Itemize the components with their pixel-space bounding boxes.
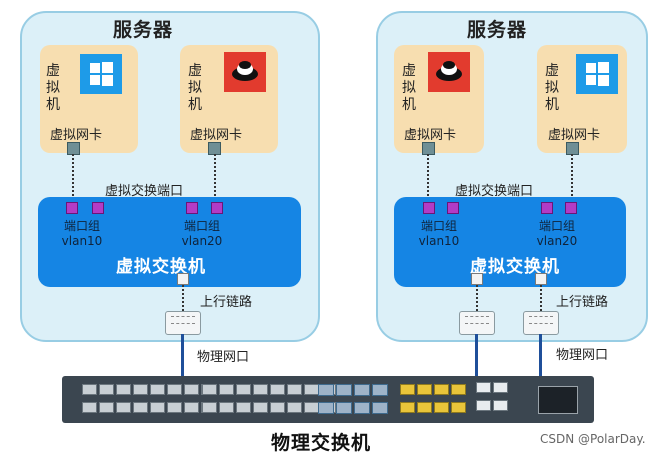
port-group-label: 端口组 vlan10 (58, 219, 106, 249)
switch-port-bank (476, 382, 508, 393)
vswitch-left (38, 197, 301, 287)
port-group-port (565, 202, 577, 214)
vm-label-char: 拟 (188, 80, 202, 96)
vm-label-char: 虚 (545, 63, 559, 79)
windows-icon (80, 54, 122, 94)
vm-link-line (427, 154, 429, 200)
uplink-label: 上行链路 (200, 295, 253, 310)
server-right-title: 服务器 (467, 19, 528, 41)
port-group-vlan: vlan20 (181, 234, 223, 248)
physical-nic-port (523, 311, 559, 335)
uplink-line (182, 285, 184, 311)
port-group-label: 端口组 vlan20 (533, 219, 581, 249)
network-cable (181, 334, 184, 380)
vm-left-2-nic-label: 虚拟网卡 (190, 128, 243, 143)
vm-label-char: 机 (402, 97, 416, 113)
vm-left-2-label: 虚 拟 机 (188, 63, 202, 114)
physical-port-label: 物理网口 (556, 348, 609, 363)
vm-left-1-nic-label: 虚拟网卡 (50, 128, 103, 143)
physical-nic-port (165, 311, 201, 335)
port-group-port (541, 202, 553, 214)
port-group-port (186, 202, 198, 214)
vm-label-char: 拟 (402, 80, 416, 96)
port-group-port (423, 202, 435, 214)
vswitch-label: 虚拟交换机 (470, 257, 560, 277)
switch-port-bank (476, 400, 508, 411)
switch-port-bank (202, 402, 336, 413)
vswitch-label: 虚拟交换机 (116, 257, 206, 277)
network-cable (539, 334, 542, 380)
port-group-name: 端口组 (63, 219, 100, 233)
switch-port-bank (400, 384, 466, 395)
port-group-label: 端口组 vlan10 (415, 219, 463, 249)
vm-right-1-label: 虚 拟 机 (402, 63, 416, 114)
port-group-label: 端口组 vlan20 (178, 219, 226, 249)
uplink-port (177, 273, 189, 285)
windows-icon (576, 54, 618, 94)
watermark: CSDN @PolarDay. (540, 432, 646, 446)
uplink-port (535, 273, 547, 285)
port-group-name: 端口组 (538, 219, 575, 233)
vm-link-line (72, 154, 74, 200)
vm-right-2-nic-label: 虚拟网卡 (548, 128, 601, 143)
vm-label-char: 机 (46, 97, 60, 113)
physical-nic-port (459, 311, 495, 335)
uplink-line (540, 285, 542, 311)
switch-port-bank (82, 384, 216, 395)
switch-port-bank (400, 402, 466, 413)
port-group-vlan: vlan10 (61, 234, 103, 248)
port-group-port (92, 202, 104, 214)
port-group-vlan: vlan20 (536, 234, 578, 248)
switch-sfp-bank (318, 384, 388, 396)
vm-label-char: 虚 (46, 63, 60, 79)
port-group-name: 端口组 (183, 219, 220, 233)
vswitch-port-label: 虚拟交换端口 (105, 184, 184, 199)
switch-port-bank (202, 384, 336, 395)
vswitch-port-label: 虚拟交换端口 (455, 184, 534, 199)
port-group-port (211, 202, 223, 214)
switch-sfp-bank (318, 402, 388, 414)
port-group-name: 端口组 (420, 219, 457, 233)
switch-module (538, 386, 578, 414)
vm-label-char: 虚 (402, 63, 416, 79)
vm-label-char: 机 (188, 97, 202, 113)
vm-label-char: 拟 (46, 80, 60, 96)
vm-label-char: 拟 (545, 80, 559, 96)
redhat-icon (224, 52, 266, 92)
vm-label-char: 虚 (188, 63, 202, 79)
switch-port-bank (82, 402, 216, 413)
port-group-port (447, 202, 459, 214)
vm-link-line (214, 154, 216, 200)
uplink-line (476, 285, 478, 311)
vm-right-1-nic-label: 虚拟网卡 (404, 128, 457, 143)
vm-right-2-label: 虚 拟 机 (545, 63, 559, 114)
uplink-port (471, 273, 483, 285)
physical-port-label: 物理网口 (197, 350, 250, 365)
redhat-icon (428, 52, 470, 92)
vm-left-1-label: 虚 拟 机 (46, 63, 60, 114)
port-group-port (66, 202, 78, 214)
physical-switch (62, 376, 594, 423)
server-left-title: 服务器 (113, 19, 174, 41)
port-group-vlan: vlan10 (418, 234, 460, 248)
network-cable (475, 334, 478, 380)
vm-label-char: 机 (545, 97, 559, 113)
uplink-label: 上行链路 (556, 295, 609, 310)
physical-switch-label: 物理交换机 (271, 432, 372, 454)
vm-link-line (571, 154, 573, 200)
